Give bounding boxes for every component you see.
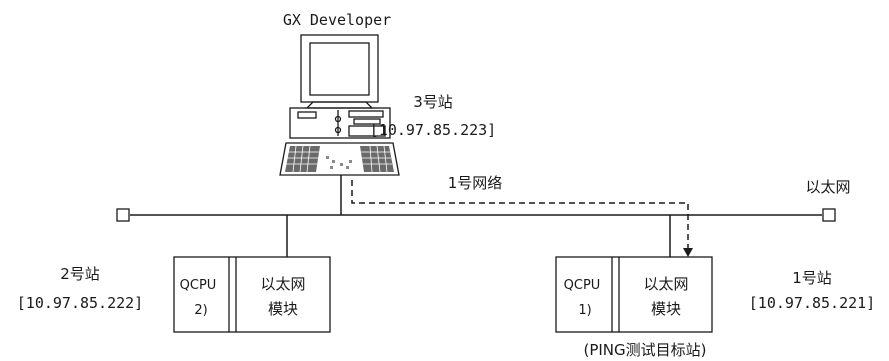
ping-target-note: (PING测试目标站): [583, 341, 706, 359]
station2-ip: [10.97.85.222]: [17, 294, 143, 312]
ping-arrow-icon: [683, 248, 693, 257]
station1-module: QCPU 1) 以太网 模块: [555, 256, 713, 333]
terminator-right-icon: [822, 208, 836, 222]
station2-eth-line1: 以太网: [260, 275, 305, 293]
station3-ip: [10.97.85.223]: [370, 121, 496, 139]
ping-path-line: [351, 180, 689, 248]
station2-label: 2号站: [60, 265, 100, 283]
station1-eth-line1: 以太网: [643, 275, 688, 293]
pc-title: GX Developer: [283, 11, 391, 29]
station2-cpu-line2: 2): [194, 303, 207, 318]
monitor-icon: [300, 34, 379, 109]
keyboard-icon: [279, 142, 400, 176]
station2-module: QCPU 2) 以太网 模块: [173, 256, 331, 333]
station3-label: 3号站: [413, 93, 453, 111]
station2-eth-line2: 模块: [268, 300, 298, 318]
network-type: 以太网: [805, 178, 850, 196]
computer-base-icon: [289, 107, 391, 139]
station1-label: 1号站: [792, 269, 832, 287]
terminator-left-icon: [116, 208, 130, 222]
station1-eth-line2: 模块: [651, 300, 681, 318]
station1-cpu-line1: QCPU: [564, 278, 601, 293]
station1-ip: [10.97.85.221]: [749, 294, 875, 312]
station2-cpu-line1: QCPU: [180, 278, 217, 293]
station1-cpu-line2: 1): [578, 303, 591, 318]
network-name: 1号网络: [448, 174, 503, 192]
